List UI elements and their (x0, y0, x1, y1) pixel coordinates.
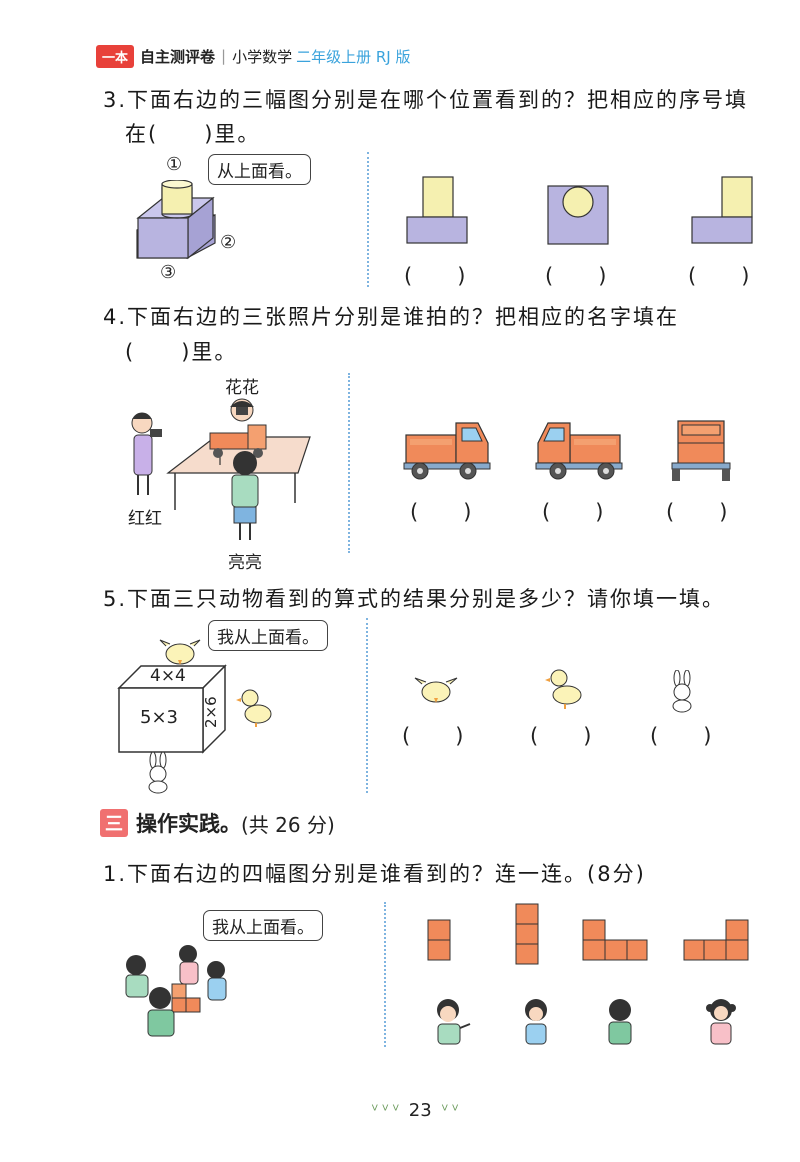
q5-side-face-label: 2×6 (202, 696, 220, 728)
q3-box-detail (136, 180, 215, 260)
q4-answer-1[interactable]: ( ) (410, 500, 473, 524)
q4-name-honghong: 红红 (128, 509, 162, 529)
q5-answer-3[interactable]: ( ) (650, 724, 713, 748)
q5-duck-side-icon (236, 689, 272, 727)
q5-cuboid (117, 664, 227, 754)
q3-view-front (406, 176, 468, 244)
p1-child-boy-1-icon (437, 999, 471, 1045)
q3-answer-1[interactable]: ( ) (404, 264, 467, 288)
section3-heading: 三 操作实践。 (共 26 分) (100, 808, 335, 838)
q5-top-face-label: 4×4 (150, 666, 186, 686)
p1-divider (384, 902, 386, 1047)
q4-divider (348, 373, 350, 553)
header-subject: 小学数学 (232, 47, 293, 66)
p1-view-1 (427, 919, 451, 961)
q3-text-line2: 在( )里。 (125, 122, 261, 146)
p1-child-boy-2-icon (525, 999, 547, 1045)
q5-answer-2[interactable]: ( ) (530, 724, 593, 748)
q3-speech-bubble: 从上面看。 (208, 154, 311, 185)
q5-divider (366, 618, 368, 793)
header: 一本 自主测评卷 | 小学数学 二年级上册 RJ 版 (96, 44, 411, 68)
q5-answer-1[interactable]: ( ) (402, 724, 465, 748)
q4-text-line1: 4.下面右边的三张照片分别是谁拍的？把相应的名字填在 (103, 305, 680, 329)
p1-view-2 (515, 903, 539, 965)
q5-duck-view-icon (545, 669, 582, 709)
p1-text: 1.下面右边的四幅图分别是谁看到的？连一连。(8分) (103, 862, 646, 886)
section3-score: (共 26 分) (241, 812, 335, 837)
q4-answer-2[interactable]: ( ) (542, 500, 605, 524)
q5-bird-view-icon (414, 677, 458, 703)
p1-speech-bubble: 我从上面看。 (203, 910, 323, 941)
q3-divider (367, 152, 369, 287)
footer: ⱽ ⱽ ⱽ 23 ⱽ ⱽ (330, 1100, 500, 1121)
q5-speech-bubble: 我从上面看。 (208, 620, 328, 651)
section3-number-badge: 三 (100, 809, 128, 837)
q5-front-face-label: 5×3 (140, 707, 178, 728)
q3-marker-2: ② (220, 232, 237, 253)
q4-scene-illustration (131, 398, 311, 540)
header-grade: 二年级上册 RJ 版 (296, 47, 411, 66)
q4-truck-view-1 (403, 422, 491, 480)
q4-truck-view-3 (671, 420, 731, 481)
q4-name-liangliang: 亮亮 (228, 553, 262, 573)
q3-view-top (547, 185, 609, 245)
page-number: 23 (408, 1100, 432, 1121)
q5-rabbit-front-icon (148, 752, 168, 794)
q3-view-side (691, 176, 753, 244)
q4-name-huahua: 花花 (225, 378, 259, 398)
q5-rabbit-view-icon (672, 670, 692, 713)
p1-child-girl-icon (706, 999, 736, 1045)
p1-child-boy-3-icon (608, 999, 632, 1045)
q5-bird-top-icon (159, 639, 201, 665)
q3-answer-2[interactable]: ( ) (545, 264, 608, 288)
footer-leaf-left-icon: ⱽ ⱽ ⱽ (371, 1102, 399, 1119)
p1-children-scene (125, 945, 227, 1037)
header-series: 自主测评卷 (140, 47, 216, 66)
footer-leaf-right-icon: ⱽ ⱽ (441, 1102, 459, 1119)
q5-text: 5.下面三只动物看到的算式的结果分别是多少？请你填一填。 (103, 587, 726, 611)
q4-truck-view-2 (535, 422, 623, 480)
q3-marker-1: ① (166, 154, 183, 175)
q4-text-line2: ( )里。 (125, 340, 238, 364)
header-separator: | (221, 47, 227, 65)
p1-view-4 (683, 919, 749, 961)
q4-answer-3[interactable]: ( ) (666, 500, 729, 524)
q3-answer-3[interactable]: ( ) (688, 264, 751, 288)
header-badge: 一本 (96, 44, 135, 68)
p1-view-3 (582, 919, 648, 961)
section3-title: 操作实践。 (136, 812, 241, 836)
q3-text-line1: 3.下面右边的三幅图分别是在哪个位置看到的？把相应的序号填 (103, 88, 749, 112)
q3-marker-3: ③ (160, 262, 177, 283)
